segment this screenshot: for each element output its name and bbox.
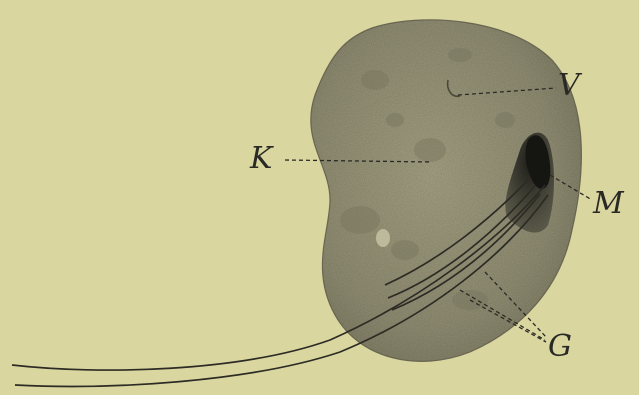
light-spot bbox=[376, 229, 390, 247]
label-v: V bbox=[558, 68, 583, 103]
label-g: G bbox=[548, 329, 572, 364]
label-k: K bbox=[249, 141, 274, 176]
label-m: M bbox=[592, 186, 625, 221]
